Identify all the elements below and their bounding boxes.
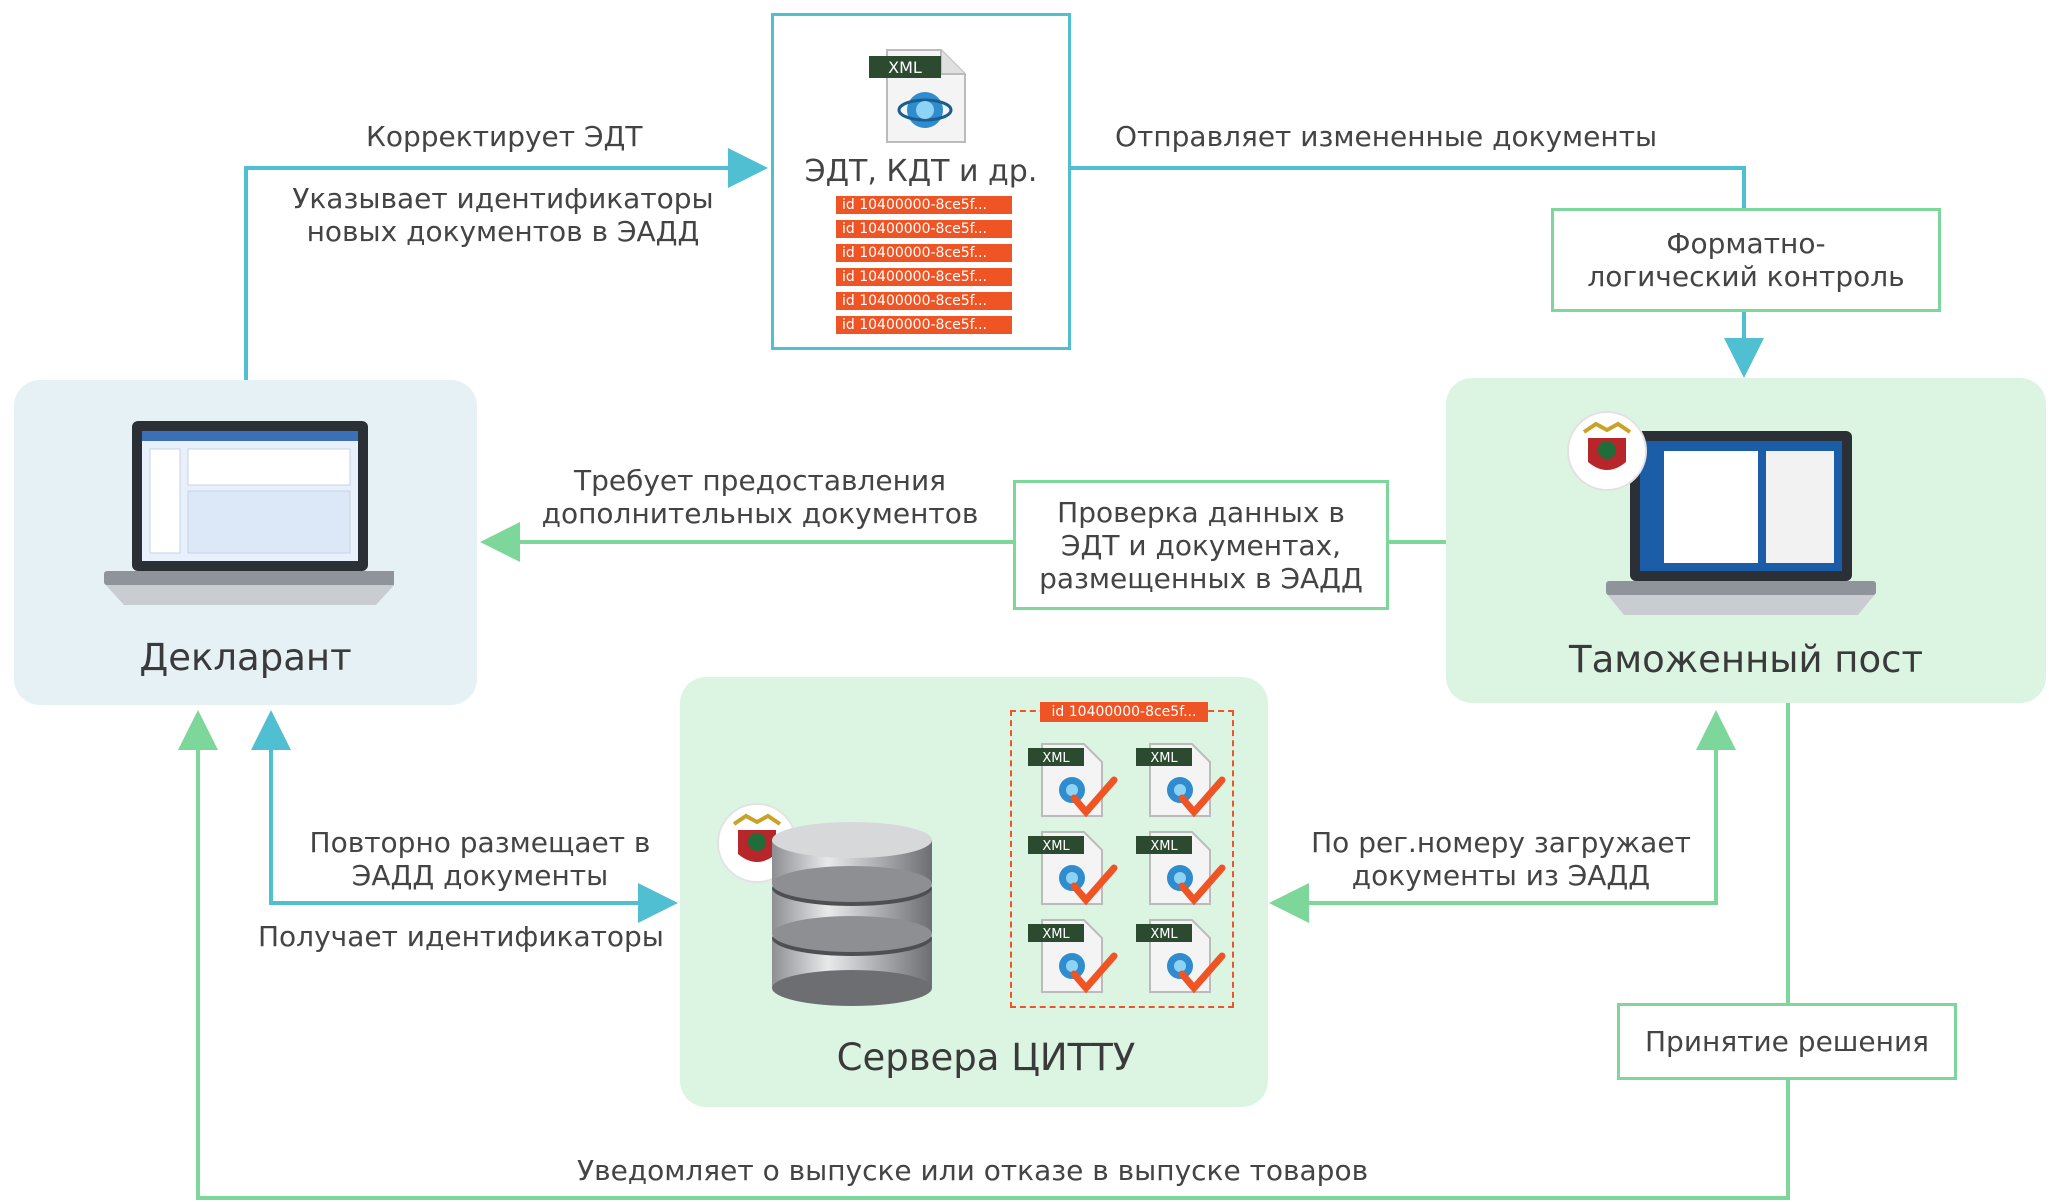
customs-emblem-icon bbox=[1567, 411, 1647, 491]
xml-file-icon: XML bbox=[1136, 919, 1226, 994]
document-id-tag: id 10400000-8ce5f... bbox=[836, 316, 1012, 334]
label-indicates-ids: Указывает идентификаторы новых документо… bbox=[292, 182, 714, 248]
checkmark-icon bbox=[1178, 864, 1226, 906]
label-gets-ids: Получает идентификаторы bbox=[258, 920, 664, 953]
arrow-document-to-control bbox=[1071, 166, 1746, 208]
xml-file-icon: XML bbox=[1028, 743, 1118, 818]
data-check-box: Проверка данных в ЭДТ и документах, разм… bbox=[1013, 480, 1389, 610]
format-control-box: Форматно-логический контроль bbox=[1551, 208, 1941, 312]
document-id-tag: id 10400000-8ce5f... bbox=[836, 244, 1012, 262]
xml-file-icon: XML bbox=[1136, 743, 1226, 818]
servers-title: Сервера ЦИТТУ bbox=[836, 1036, 1136, 1079]
svg-text:XML: XML bbox=[1042, 751, 1070, 766]
label-loads-by-reg: По рег.номеру загружает документы из ЭАД… bbox=[1311, 826, 1691, 892]
xml-file-icon: XML bbox=[1028, 831, 1118, 906]
document-id-tag: id 10400000-8ce5f... bbox=[836, 220, 1012, 238]
customs-post-title: Таможенный пост bbox=[1568, 638, 1924, 681]
checkmark-icon bbox=[1070, 776, 1118, 818]
checkmark-icon bbox=[1178, 952, 1226, 994]
label-requires-docs: Требует предоставления дополнительных до… bbox=[541, 464, 979, 530]
declarant-title: Декларант bbox=[139, 636, 352, 679]
checkmark-icon bbox=[1070, 864, 1118, 906]
label-reposts: Повторно размещает в ЭАДД документы bbox=[309, 826, 651, 892]
svg-text:XML: XML bbox=[1150, 751, 1178, 766]
xml-file-icon: XML bbox=[869, 49, 966, 143]
document-box: XML ЭДТ, КДТ и др. id 10400000-8ce5f... i… bbox=[771, 13, 1071, 350]
svg-text:XML: XML bbox=[1042, 839, 1070, 854]
checkmark-icon bbox=[1070, 952, 1118, 994]
document-id-tag: id 10400000-8ce5f... bbox=[836, 292, 1012, 310]
server-id-tag: id 10400000-8ce5f... bbox=[1040, 702, 1208, 722]
arrow-declarant-to-document bbox=[244, 148, 768, 380]
laptop-icon bbox=[1606, 431, 1876, 615]
arrow-declarant-servers bbox=[269, 718, 678, 923]
database-icon bbox=[772, 822, 932, 1006]
checkmark-icon bbox=[1178, 776, 1226, 818]
label-notifies: Уведомляет о выпуске или отказе в выпуск… bbox=[577, 1154, 1369, 1187]
label-sends-changed: Отправляет измененные документы bbox=[1115, 120, 1658, 153]
xml-file-icon: XML bbox=[1028, 919, 1118, 994]
document-label: ЭДТ, КДТ и др. bbox=[804, 154, 1038, 189]
laptop-icon bbox=[104, 421, 394, 605]
svg-text:XML: XML bbox=[1150, 927, 1178, 942]
xml-file-icon: XML bbox=[1136, 831, 1226, 906]
label-corrects: Корректирует ЭДТ bbox=[366, 120, 643, 153]
svg-text:XML: XML bbox=[1042, 927, 1070, 942]
svg-text:XML: XML bbox=[1150, 839, 1178, 854]
document-id-tag: id 10400000-8ce5f... bbox=[836, 268, 1012, 286]
decision-box: Принятие решения bbox=[1617, 1003, 1957, 1080]
arrow-decision-to-declarant bbox=[178, 710, 1790, 1200]
document-id-tag: id 10400000-8ce5f... bbox=[836, 196, 1012, 214]
svg-text:XML: XML bbox=[888, 58, 922, 77]
arrow-post-to-servers bbox=[1269, 718, 1718, 923]
